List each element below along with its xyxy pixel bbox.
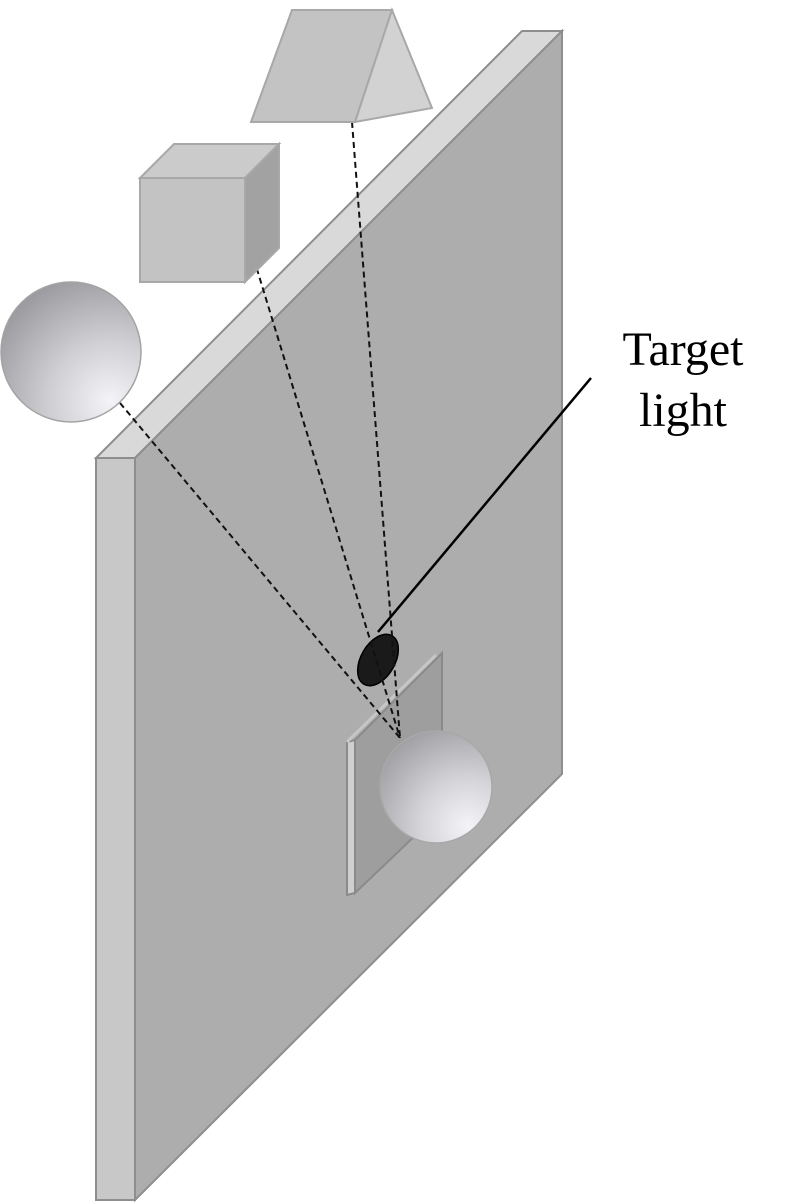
near-sphere (379, 730, 493, 844)
sight-lines (119, 121, 401, 739)
cube-front (139, 177, 246, 283)
cube (137, 141, 282, 285)
prism-end-face (353, 7, 434, 124)
target-light-label-line1: Target (622, 323, 744, 376)
sight-line-prism (351, 121, 401, 739)
wall (93, 28, 565, 1202)
far-sphere (0, 281, 142, 423)
sight-line-sphere (119, 402, 401, 739)
occluder-top-edge (345, 653, 438, 744)
prism (249, 7, 434, 124)
occluder-edge (346, 738, 356, 897)
sight-line-cube (244, 229, 401, 739)
target-light-label-line2: light (639, 384, 728, 437)
wall-face (134, 28, 563, 1202)
wall-side-edge (95, 457, 136, 1201)
target-light-leader-line (377, 377, 592, 633)
